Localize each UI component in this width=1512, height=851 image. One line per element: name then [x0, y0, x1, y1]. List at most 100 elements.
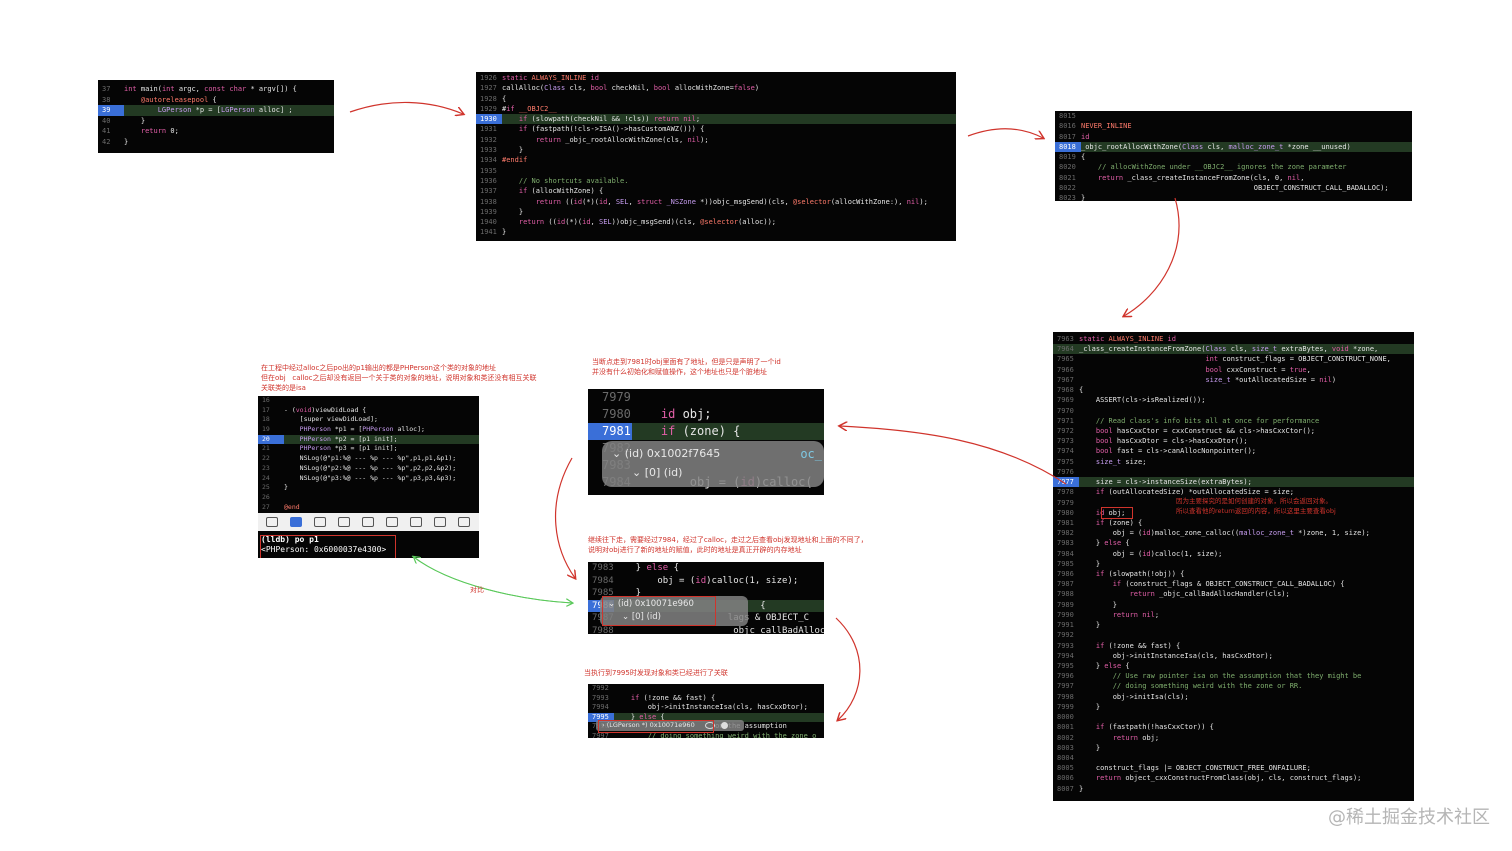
line-number[interactable]: 8000	[1057, 713, 1074, 722]
line-number[interactable]: 7985	[592, 588, 614, 598]
chevron-right-icon[interactable]: ›	[602, 721, 605, 729]
line-number[interactable]: 1937	[480, 187, 497, 196]
line-number[interactable]: 7994	[1057, 651, 1074, 660]
line-number[interactable]: 7987	[1057, 580, 1074, 589]
line-number[interactable]: 8018	[1055, 141, 1081, 153]
line-number[interactable]: 1933	[480, 146, 497, 155]
continue-icon[interactable]	[314, 517, 326, 527]
line-number[interactable]: 17	[262, 405, 270, 414]
chevron-down-icon[interactable]: ⌄	[612, 447, 622, 460]
line-number[interactable]: 7983	[1057, 539, 1074, 548]
line-number[interactable]: 7996	[1057, 672, 1074, 681]
line-number[interactable]: 7982	[1057, 529, 1074, 538]
line-number[interactable]: 7972	[1057, 426, 1074, 435]
line-number[interactable]: 7986	[1057, 570, 1074, 579]
line-number[interactable]: 7990	[1057, 610, 1074, 619]
line-number[interactable]: 7981	[588, 423, 632, 440]
line-number[interactable]: 8007	[1057, 784, 1074, 793]
line-number[interactable]: 7970	[1057, 406, 1074, 415]
step-into-icon[interactable]	[362, 517, 374, 527]
line-number[interactable]: 7966	[1057, 365, 1074, 374]
line-number[interactable]: 1931	[480, 125, 497, 134]
console-toggle-icon[interactable]	[266, 517, 278, 527]
line-number[interactable]: 7968	[1057, 386, 1074, 395]
line-number[interactable]: 7981	[1057, 518, 1074, 527]
line-number[interactable]: 7980	[1057, 508, 1074, 517]
lldb-console[interactable]: (lldb) po p1 <PHPerson: 0x6000037e4300>	[258, 533, 479, 558]
line-number[interactable]: 7964	[1057, 345, 1074, 354]
line-number[interactable]: 7992	[592, 684, 609, 692]
line-number[interactable]: 7974	[1057, 447, 1074, 456]
line-number[interactable]: 38	[102, 95, 111, 104]
line-number[interactable]: 39	[98, 105, 124, 116]
line-number[interactable]: 1926	[480, 74, 497, 82]
line-number[interactable]: 8015	[1059, 112, 1076, 120]
info-icon[interactable]	[720, 721, 728, 729]
step-out-icon[interactable]	[386, 517, 398, 527]
step-over-icon[interactable]	[338, 517, 350, 527]
line-number[interactable]: 1928	[480, 94, 497, 103]
line-number[interactable]: 7963	[1057, 335, 1074, 343]
line-number[interactable]: 25	[262, 483, 270, 492]
line-number[interactable]: 8001	[1057, 723, 1074, 732]
line-number[interactable]: 18	[262, 415, 270, 424]
chevron-down-icon[interactable]: ⌄	[608, 599, 616, 609]
line-number[interactable]: 8003	[1057, 743, 1074, 752]
line-number[interactable]: 20	[258, 434, 284, 445]
line-number[interactable]: 7993	[1057, 641, 1074, 650]
line-number[interactable]: 7977	[1053, 477, 1079, 488]
line-number[interactable]: 1940	[480, 218, 497, 227]
line-number[interactable]: 22	[262, 454, 270, 463]
line-number[interactable]: 8006	[1057, 774, 1074, 783]
line-number[interactable]: 8004	[1057, 753, 1074, 762]
line-number[interactable]: 7973	[1057, 437, 1074, 446]
line-number[interactable]: 7979	[602, 390, 631, 404]
line-number[interactable]: 7989	[1057, 600, 1074, 609]
line-number[interactable]: 7988	[1057, 590, 1074, 599]
line-number[interactable]: 7984	[1057, 549, 1074, 558]
line-number[interactable]: 21	[262, 444, 270, 453]
line-number[interactable]: 40	[102, 116, 111, 125]
line-number[interactable]: 1938	[480, 197, 497, 206]
line-number[interactable]: 7980	[602, 407, 631, 421]
line-number[interactable]: 7991	[1057, 621, 1074, 630]
line-number[interactable]: 8002	[1057, 733, 1074, 742]
line-number[interactable]: 37	[102, 85, 111, 93]
line-number[interactable]: 1934	[480, 156, 497, 165]
memory-graph-icon[interactable]	[434, 517, 446, 527]
line-number[interactable]: 7998	[1057, 692, 1074, 701]
line-number[interactable]: 8022	[1059, 184, 1076, 193]
line-number[interactable]: 7969	[1057, 396, 1074, 405]
line-number[interactable]: 7984	[592, 575, 614, 586]
line-number[interactable]: 1935	[480, 166, 497, 175]
line-number[interactable]: 1939	[480, 207, 497, 216]
line-number[interactable]: 7983	[592, 563, 614, 573]
line-number[interactable]: 7995	[588, 712, 614, 722]
line-number[interactable]: 8005	[1057, 764, 1074, 773]
line-number[interactable]: 19	[262, 425, 270, 434]
line-number[interactable]: 8016	[1059, 122, 1076, 131]
line-number[interactable]: 7992	[1057, 631, 1074, 640]
line-number[interactable]: 8023	[1059, 194, 1076, 201]
line-number[interactable]: 7979	[1057, 498, 1074, 507]
line-number[interactable]: 16	[262, 396, 270, 404]
view-debugger-icon[interactable]	[410, 517, 422, 527]
line-number[interactable]: 8021	[1059, 173, 1076, 182]
line-number[interactable]: 23	[262, 463, 270, 472]
line-number[interactable]: 1927	[480, 84, 497, 93]
line-number[interactable]: 7997	[1057, 682, 1074, 691]
line-number[interactable]: 1932	[480, 135, 497, 144]
location-icon[interactable]	[458, 517, 470, 527]
line-number[interactable]: 27	[262, 502, 270, 511]
line-number[interactable]: 7997	[592, 731, 609, 739]
line-number[interactable]: 7993	[592, 693, 609, 702]
line-number[interactable]: 8017	[1059, 132, 1076, 141]
line-number[interactable]: 1936	[480, 176, 497, 185]
line-number[interactable]: 1930	[476, 114, 502, 125]
line-number[interactable]: 8019	[1059, 153, 1076, 162]
line-number[interactable]: 7965	[1057, 355, 1074, 364]
line-number[interactable]: 7975	[1057, 457, 1074, 466]
line-number[interactable]: 7967	[1057, 375, 1074, 384]
chevron-down-icon[interactable]: ⌄	[632, 466, 642, 479]
line-number[interactable]: 7985	[1057, 559, 1074, 568]
